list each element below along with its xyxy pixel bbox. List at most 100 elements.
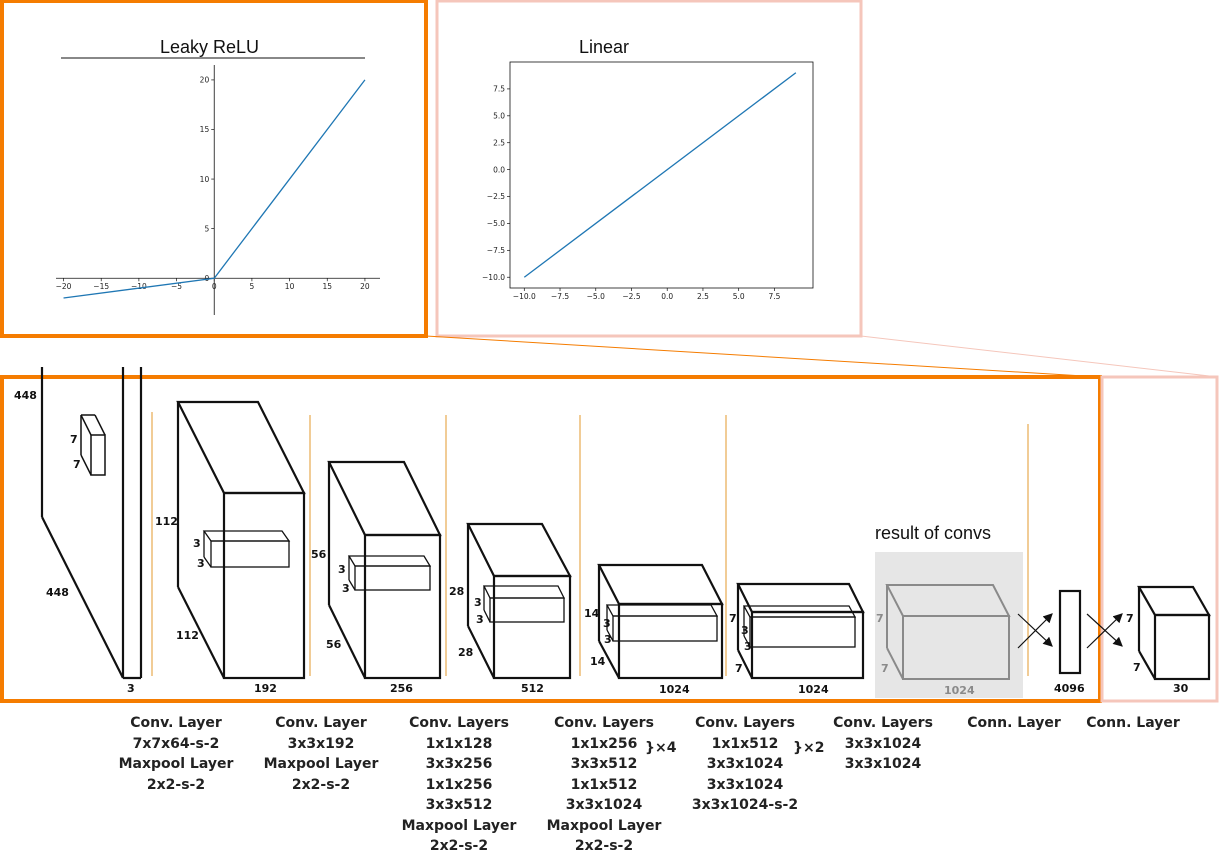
dim-label: 3 — [193, 537, 201, 550]
x-tick-label: −15 — [93, 282, 109, 291]
x-tick-label: 15 — [322, 282, 332, 291]
y-tick-label: −10.0 — [482, 273, 505, 282]
caption-layer-8: Conn. Layer — [1086, 715, 1180, 731]
kernel-3x3-block5 — [605, 604, 719, 642]
dim-label: 7 — [735, 662, 743, 675]
block-result-of-convs — [885, 584, 1011, 680]
repeat-x4-bracket: }×4 — [645, 740, 677, 756]
linear-title: Linear — [579, 37, 630, 57]
dim-label: 28 — [449, 585, 465, 598]
dim-label: 512 — [521, 682, 544, 695]
dim-label: 7 — [70, 433, 78, 446]
result-of-convs-label: result of convs — [875, 523, 992, 543]
fc-4096-block — [1058, 589, 1082, 675]
leaky-relu-frame — [0, 0, 428, 338]
y-tick-label: −2.5 — [487, 192, 505, 201]
conn-arrow-2 — [1017, 613, 1053, 649]
dim-label: 3 — [342, 582, 350, 595]
x-tick-label: 10 — [285, 282, 295, 291]
dim-label: 3 — [604, 633, 612, 646]
dim-label: 3 — [744, 640, 752, 653]
dim-label: 3 — [197, 557, 205, 570]
dim-label: 192 — [254, 682, 277, 695]
output-7x7x30-block — [1137, 585, 1211, 681]
dim-label: 7 — [876, 612, 884, 625]
linear-frame — [435, 0, 863, 338]
dim-label: 112 — [176, 629, 199, 642]
y-tick-label: −5.0 — [487, 219, 505, 228]
y-tick-label: 0.0 — [493, 165, 505, 174]
dim-label: 3 — [127, 682, 135, 695]
block-14x14x1024 — [597, 563, 724, 680]
dim-label: 112 — [155, 515, 178, 528]
dim-label: 56 — [326, 638, 342, 651]
kernel-3x3-block2 — [202, 530, 291, 568]
dim-label: 56 — [311, 548, 327, 561]
y-tick-label: 5.0 — [493, 112, 505, 121]
y-tick-label: −7.5 — [487, 246, 505, 255]
block-112x112x192 — [176, 400, 306, 680]
dim-label: 448 — [46, 586, 69, 599]
dim-label: 7 — [881, 662, 889, 675]
block-56x56x256 — [327, 460, 442, 680]
dim-label: 7 — [73, 458, 81, 471]
leaky-relu-title: Leaky ReLU — [160, 37, 260, 57]
x-tick-label: −10 — [131, 282, 147, 291]
x-tick-label: −20 — [56, 282, 72, 291]
x-tick-label: 2.5 — [697, 292, 709, 301]
x-tick-label: −5 — [171, 282, 182, 291]
y-tick-label: 10 — [200, 175, 210, 184]
x-tick-label: 20 — [360, 282, 370, 291]
y-tick-label: 7.5 — [493, 85, 505, 94]
dim-label: 14 — [590, 655, 606, 668]
block-28x28x512 — [466, 522, 572, 680]
block-7x7x1024 — [736, 582, 865, 680]
series-line — [523, 72, 797, 278]
dim-label: 256 — [390, 682, 413, 695]
dim-label: 448 — [14, 389, 37, 402]
y-tick-label: 0 — [204, 274, 209, 283]
dim-label: 14 — [584, 607, 600, 620]
conn-arrow-4 — [1086, 613, 1123, 649]
dim-label: 4096 — [1054, 682, 1085, 695]
result-of-convs-box — [875, 552, 1023, 698]
dim-label: 1024 — [944, 684, 975, 697]
x-tick-label: −2.5 — [622, 292, 640, 301]
dim-label: 3 — [474, 596, 482, 609]
x-tick-label: 0.0 — [661, 292, 673, 301]
dim-label: 28 — [458, 646, 474, 659]
dim-label: 1024 — [798, 683, 829, 696]
connector-pink — [860, 335, 1219, 378]
conn-arrow-3 — [1086, 613, 1123, 647]
x-tick-label: 0 — [212, 282, 217, 291]
kernel-7x7 — [80, 414, 106, 476]
y-tick-label: 15 — [200, 125, 210, 134]
plot-frame — [509, 61, 814, 289]
y-tick-label: 20 — [200, 76, 210, 85]
x-tick-label: 5.0 — [733, 292, 745, 301]
dim-label: 3 — [603, 617, 611, 630]
dim-label: 7 — [1133, 661, 1141, 674]
dim-label: 7 — [729, 612, 737, 625]
kernel-3x3-block4 — [482, 585, 566, 623]
x-tick-label: −7.5 — [551, 292, 569, 301]
dim-label: 3 — [338, 563, 346, 576]
kernel-3x3-block6 — [742, 605, 857, 648]
y-tick-label: 2.5 — [493, 138, 505, 147]
conv-section-frame — [0, 375, 1102, 703]
y-tick-label: 5 — [204, 224, 209, 233]
dim-label: 3 — [476, 613, 484, 626]
x-tick-label: −5.0 — [587, 292, 605, 301]
dim-label: 1024 — [659, 683, 690, 696]
connector-orange — [425, 335, 1101, 378]
